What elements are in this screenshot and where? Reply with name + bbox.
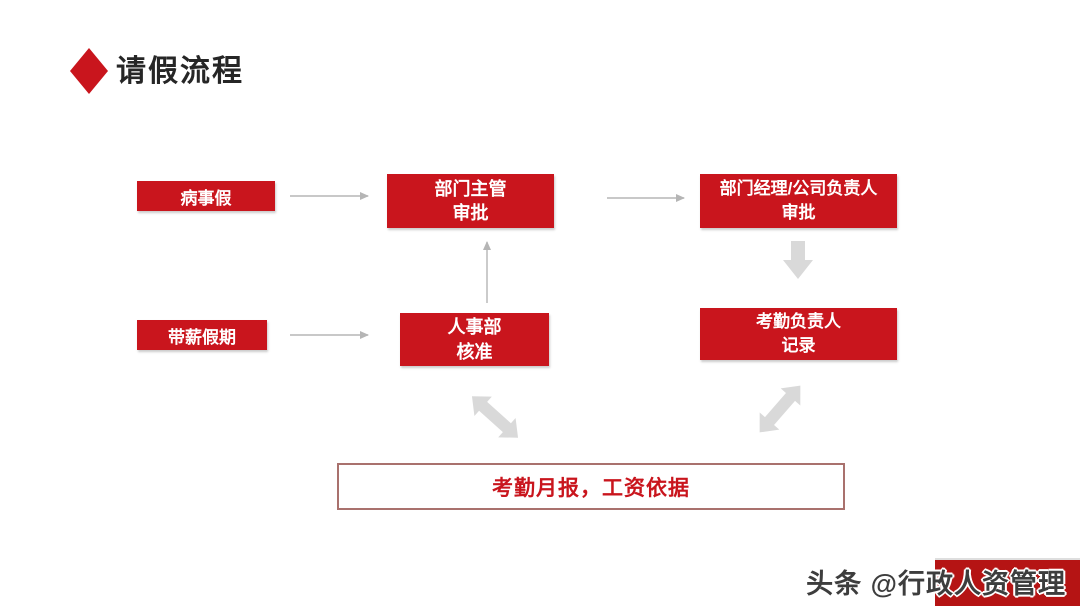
diamond-icon: [70, 48, 108, 94]
corner-red-bar: [935, 558, 1080, 606]
node-attendance-record: 考勤负责人 记录: [700, 308, 897, 360]
block-arrow-manager-to-attendance-down: [783, 241, 813, 279]
node-hr-approval: 人事部 核准: [400, 313, 549, 366]
node-paid-leave: 带薪假期: [137, 320, 267, 350]
node-manager-approval: 部门经理/公司负责人 审批: [700, 174, 897, 228]
double-arrow-hr-report: [463, 386, 527, 448]
double-arrow-attendance-report: [749, 377, 811, 441]
monthly-report-box: 考勤月报，工资依据: [337, 463, 845, 510]
node-supervisor-approval: 部门主管 审批: [387, 174, 554, 228]
node-sick-personal-leave: 病事假: [137, 181, 275, 211]
watermark-text: 头条 @行政人资管理: [806, 569, 1066, 599]
page-title: 请假流程: [116, 55, 244, 88]
